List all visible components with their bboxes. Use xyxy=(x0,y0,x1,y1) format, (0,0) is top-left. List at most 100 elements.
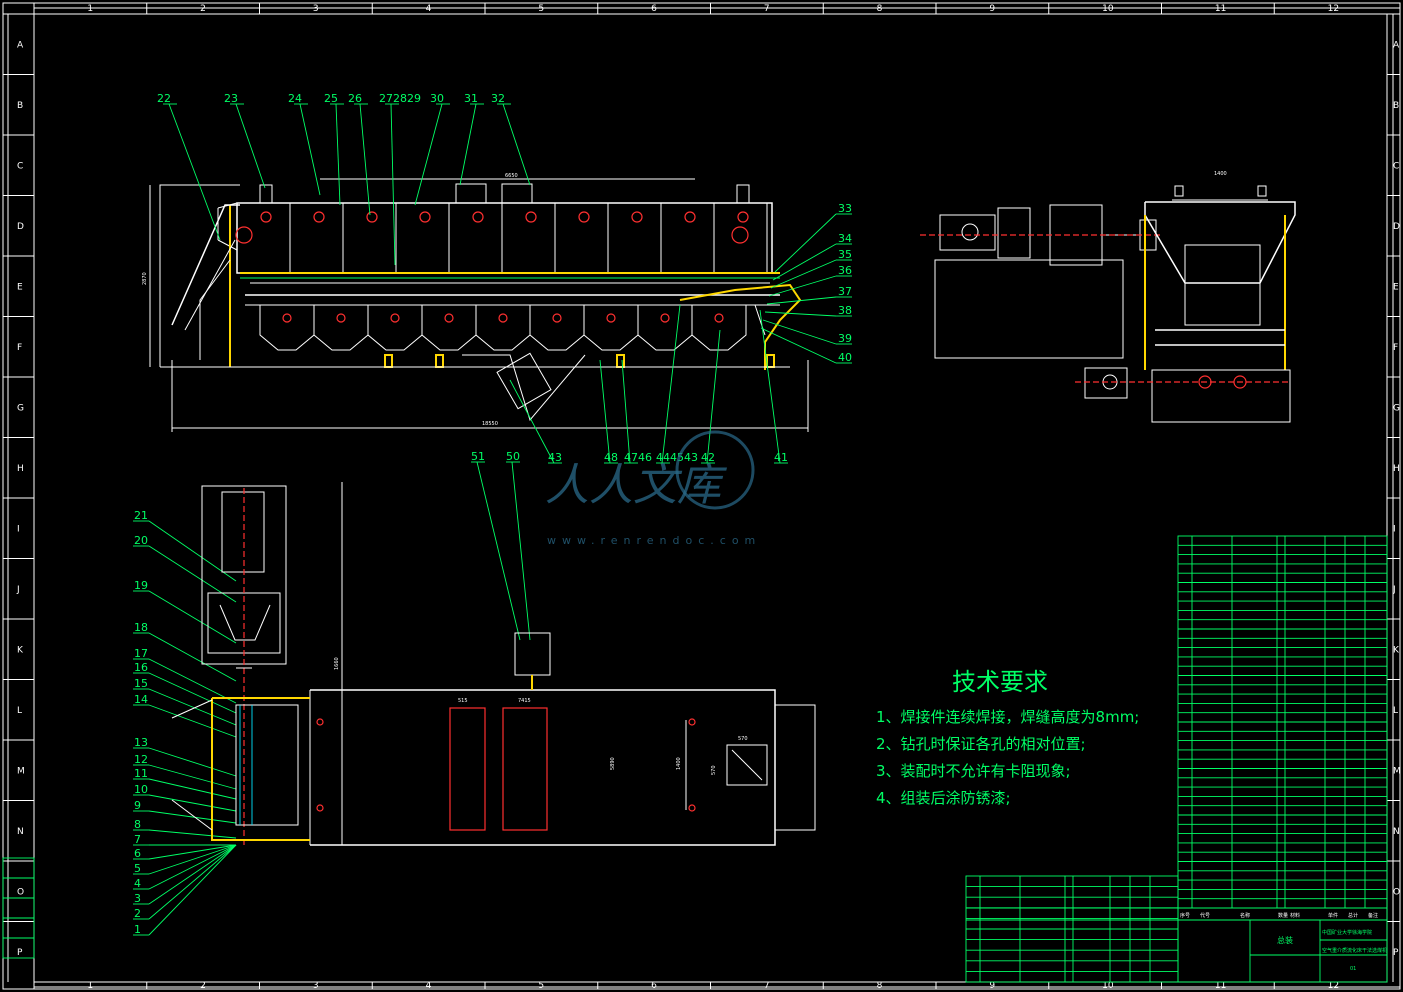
grid-row-label: B xyxy=(17,101,23,111)
part-balloon: 4 xyxy=(134,877,141,890)
grid-row-label: E xyxy=(17,282,23,292)
dim-overall-length: 18550 xyxy=(482,421,498,427)
grid-col-label: 4 xyxy=(426,981,432,991)
part-balloon: 10 xyxy=(134,783,148,796)
school-name: 中国矿业大学徐海学院 xyxy=(1322,929,1372,936)
hopper-port xyxy=(660,313,670,323)
housing-port xyxy=(631,211,643,223)
hopper-port xyxy=(606,313,616,323)
grid-col-label: 12 xyxy=(1328,4,1339,14)
drawing-name: 总装 xyxy=(1277,935,1293,945)
part-balloon: 6 xyxy=(134,847,141,860)
dim-plan-g: 570 xyxy=(711,765,717,775)
part-balloon: 272829 xyxy=(379,92,421,105)
part-balloon: 7 xyxy=(134,833,141,846)
part-balloon: 4746 xyxy=(624,451,652,464)
part-balloon: 21 xyxy=(134,509,148,522)
part-balloon: 33 xyxy=(838,202,852,215)
bom-table-left xyxy=(965,875,1179,982)
part-balloon: 41 xyxy=(774,451,788,464)
part-balloon: 1 xyxy=(134,923,141,936)
housing-port xyxy=(313,211,325,223)
grid-col-label: 4 xyxy=(426,4,432,14)
grid-row-label: L xyxy=(17,706,22,716)
project-name: 空气重介质流化床干法选煤机 xyxy=(1322,947,1387,954)
bom-header-cell: 材料 xyxy=(1290,912,1300,919)
bom-header-cell: 总计 xyxy=(1348,912,1358,919)
grid-row-label: A xyxy=(1393,40,1400,50)
side-view: 1400 xyxy=(920,171,1296,423)
bom-table-right xyxy=(1177,535,1388,909)
hopper-port xyxy=(336,313,346,323)
part-balloon: 15 xyxy=(134,677,148,690)
part-balloon: 14 xyxy=(134,693,148,706)
part-balloon: 31 xyxy=(464,92,478,105)
housing-port xyxy=(366,211,378,223)
grid-col-label: 8 xyxy=(877,981,883,991)
part-balloon: 42 xyxy=(701,451,715,464)
grid-row-label: J xyxy=(1392,585,1396,595)
bom-header-cell: 序号 xyxy=(1180,912,1190,919)
dim-top-span: 6650 xyxy=(505,173,518,179)
grid-col-label: 1 xyxy=(87,981,93,991)
grid-col-label: 6 xyxy=(651,4,657,14)
grid-row-label: I xyxy=(17,524,20,534)
bom-header-cell: 名称 xyxy=(1240,912,1250,919)
bom-header-cell: 备注 xyxy=(1368,912,1378,919)
part-balloon: 17 xyxy=(134,647,148,660)
title-block: 总装 中国矿业大学徐海学院 空气重介质流化床干法选煤机 01 序号代号名称数量材… xyxy=(965,907,1388,983)
hopper-port xyxy=(552,313,562,323)
part-balloon: 25 xyxy=(324,92,338,105)
grid-row-label: N xyxy=(1393,827,1400,837)
hopper-port xyxy=(714,313,724,323)
grid-row-label: D xyxy=(1393,222,1400,232)
left-stamp-box xyxy=(2,857,35,959)
tech-requirements: 技术要求 1、焊接件连续焊接，焊缝高度为8mm; 2、钻孔时保证各孔的相对位置;… xyxy=(876,668,1139,807)
dim-plan-d: 5890 xyxy=(610,757,616,770)
grid-col-label: 7 xyxy=(764,4,770,14)
part-balloon: 32 xyxy=(491,92,505,105)
part-balloon: 50 xyxy=(506,450,520,463)
part-balloon: 35 xyxy=(838,248,852,261)
grid-row-label: J xyxy=(16,585,20,595)
bom-header-cell: 单件 xyxy=(1328,912,1338,919)
dim-plan-b: 7415 xyxy=(518,698,531,704)
part-balloon: 20 xyxy=(134,534,148,547)
grid-row-label: P xyxy=(17,948,23,958)
watermark-text: 人人文库 xyxy=(545,460,728,511)
part-balloon: 38 xyxy=(838,304,852,317)
part-balloon: 2 xyxy=(134,907,141,920)
grid-col-label: 1 xyxy=(87,4,93,14)
hopper-port xyxy=(444,313,454,323)
part-balloon: 36 xyxy=(838,264,852,277)
part-balloon: 18 xyxy=(134,621,148,634)
hopper-port xyxy=(282,313,292,323)
front-elevation: 6650 18550 2870 xyxy=(142,173,809,432)
housing-port xyxy=(578,211,590,223)
grid-row-label: E xyxy=(1393,282,1399,292)
grid-col-label: 2 xyxy=(200,4,206,14)
grid-row-label: O xyxy=(17,887,24,897)
bom-header-cell: 代号 xyxy=(1200,912,1210,919)
part-balloon: 51 xyxy=(471,450,485,463)
tech-item-3: 3、装配时不允许有卡阻现象; xyxy=(876,762,1071,780)
grid-row-label: M xyxy=(17,766,25,776)
part-balloon: 3 xyxy=(134,892,141,905)
grid-col-label: 2 xyxy=(200,981,206,991)
grid-col-label: 10 xyxy=(1102,981,1114,991)
grid-row-label: P xyxy=(1393,948,1399,958)
grid-row-label: D xyxy=(17,222,24,232)
housing-port xyxy=(525,211,537,223)
grid-row-label: B xyxy=(1393,101,1399,111)
watermark: 人人文库 www.renrendoc.com xyxy=(545,430,755,547)
dim-height: 2870 xyxy=(142,272,148,285)
grid-row-label: H xyxy=(1393,464,1400,474)
grid-row-label: C xyxy=(1393,161,1399,171)
grid-col-label: 8 xyxy=(877,4,883,14)
housing-port xyxy=(684,211,696,223)
sheet-number: 01 xyxy=(1350,966,1356,972)
grid-row-label: F xyxy=(1393,343,1398,353)
grid-col-label: 6 xyxy=(651,981,657,991)
